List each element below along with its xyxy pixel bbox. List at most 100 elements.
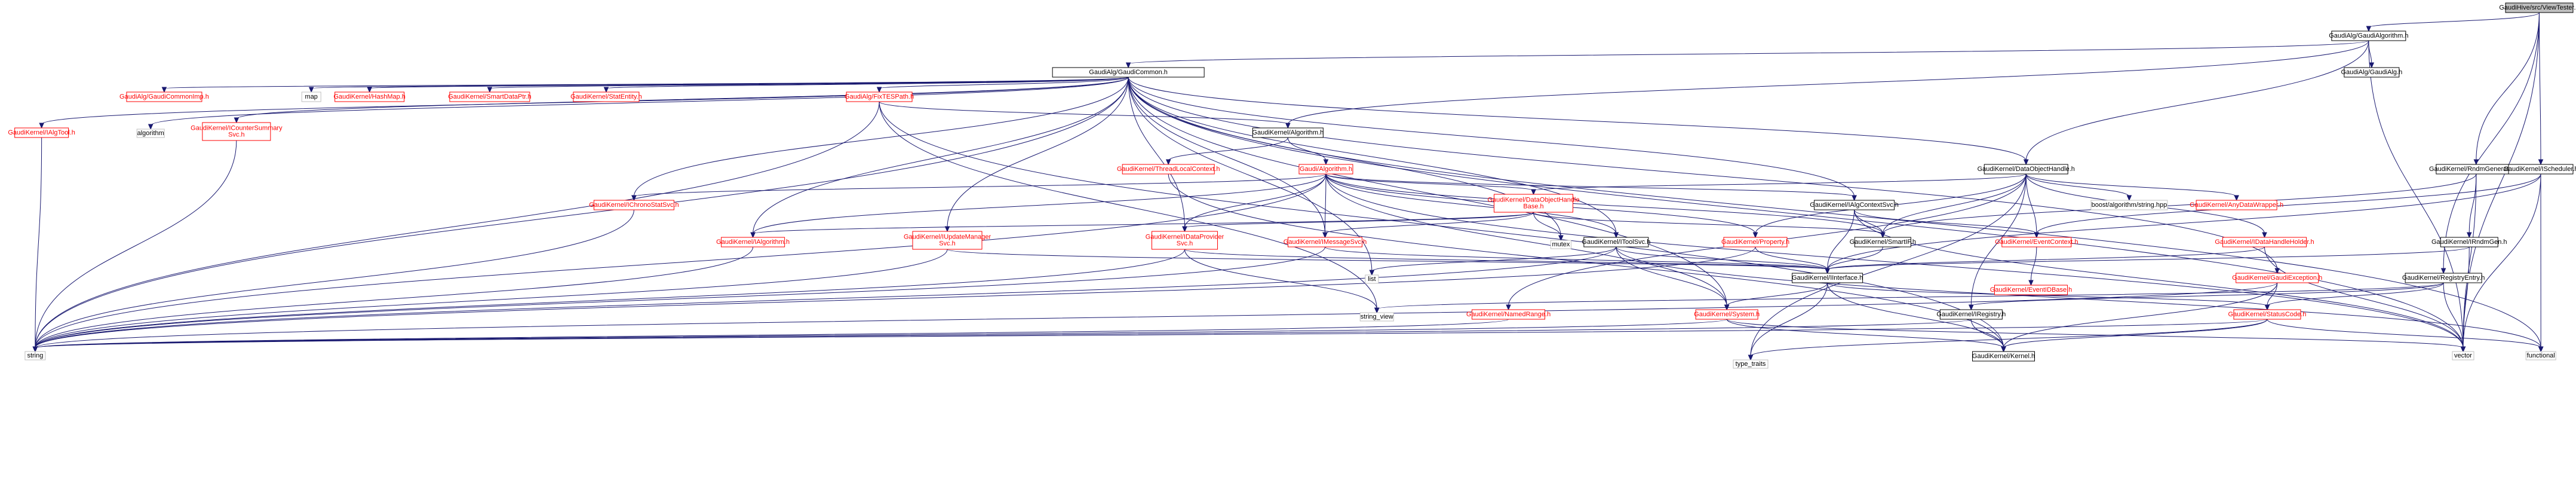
edge-arrowhead bbox=[1506, 304, 1511, 311]
node-irndmgen[interactable]: GaudiKernel/IRndmGen.h bbox=[2431, 237, 2507, 248]
edge-arrowhead bbox=[603, 87, 609, 93]
node-ialgcontextsvc[interactable]: GaudiKernel/IAlgContextSvc.h bbox=[1810, 200, 1899, 210]
node-imessagesvc[interactable]: GaudiKernel/IMessageSvc.h bbox=[1284, 237, 1367, 248]
node-box bbox=[136, 129, 165, 138]
node-label: GaudiHive/src/ViewTester.h bbox=[2499, 4, 2576, 11]
node-box bbox=[1472, 309, 1546, 320]
node-root[interactable]: GaudiHive/src/ViewTester.h bbox=[2499, 2, 2576, 13]
edge-arrowhead bbox=[1752, 232, 1758, 239]
node-box bbox=[912, 231, 982, 250]
node-registryentry[interactable]: GaudiKernel/RegistryEntry.h bbox=[2402, 273, 2485, 283]
dependency-edge bbox=[2443, 282, 2464, 349]
node-box bbox=[1298, 164, 1353, 175]
node-label: string bbox=[27, 352, 43, 359]
dependency-edge bbox=[2025, 173, 2037, 234]
edge-arrowhead bbox=[631, 195, 637, 201]
dependency-edge bbox=[2267, 282, 2444, 307]
node-gaudiexception[interactable]: GaudiKernel/GaudiException.h bbox=[2232, 273, 2322, 283]
node-list: list bbox=[1365, 274, 1379, 284]
dependency-edge bbox=[1287, 40, 2369, 125]
node-ialgtool[interactable]: GaudiKernel/IAlgTool.h bbox=[8, 127, 75, 138]
dependency-edge bbox=[1184, 249, 1828, 270]
edge-arrowhead bbox=[1852, 195, 1857, 201]
node-threadlocal[interactable]: GaudiKernel/ThreadLocalContext.h bbox=[1117, 164, 1220, 175]
edge-arrowhead bbox=[2001, 346, 2006, 353]
dependency-edge bbox=[35, 77, 1129, 349]
node-iinterface[interactable]: GaudiKernel/IInterface.h bbox=[1792, 273, 1863, 283]
node-statentity[interactable]: GaudiKernel/StatEntity.h bbox=[570, 91, 642, 102]
dependency-edge bbox=[633, 77, 1129, 197]
node-property[interactable]: GaudiKernel/Property.h bbox=[1721, 237, 1789, 248]
node-label: GaudiKernel/Kernel.h bbox=[1972, 353, 2035, 360]
node-label: GaudiKernel/IToolSvc.h bbox=[1582, 239, 1650, 246]
edge-arrowhead bbox=[2460, 346, 2466, 353]
edge-arrowhead bbox=[1558, 235, 1564, 242]
dependency-edge bbox=[1128, 77, 1561, 237]
dependency-edge bbox=[2463, 173, 2541, 349]
node-smartdataptr[interactable]: GaudiKernel/SmartDataPtr.h bbox=[448, 91, 532, 102]
edge-arrowhead bbox=[2538, 159, 2544, 166]
dependency-edge bbox=[1616, 246, 2541, 349]
node-label: GaudiAlg/GaudiAlg.h bbox=[2341, 69, 2402, 76]
node-anydatawrapper[interactable]: GaudiKernel/AnyDataWrapper.h bbox=[2190, 200, 2283, 210]
node-label: map bbox=[305, 93, 318, 100]
dependency-edge bbox=[879, 101, 1377, 310]
node-algorithm-gaudi[interactable]: Gaudi/Algorithm.h bbox=[1298, 164, 1353, 175]
node-algorithm-gk[interactable]: GaudiKernel/Algorithm.h bbox=[1252, 127, 1324, 138]
edge-arrowhead bbox=[1969, 304, 1974, 311]
edge-arrowhead bbox=[2369, 62, 2375, 69]
node-kernel[interactable]: GaudiKernel/Kernel.h bbox=[1972, 351, 2035, 362]
node-idatahandleholder[interactable]: GaudiKernel/IDataHandleHolder.h bbox=[2215, 237, 2314, 248]
node-dataobjecthandle[interactable]: GaudiKernel/DataObjectHandle.h bbox=[1978, 164, 2075, 175]
dependency-edge bbox=[35, 140, 237, 349]
node-namedrange[interactable]: GaudiKernel/NamedRange.h bbox=[1466, 309, 1550, 320]
node-box bbox=[1152, 231, 1218, 250]
edge-arrowhead bbox=[2440, 268, 2446, 274]
dependency-edge bbox=[1755, 246, 1828, 270]
dependency-edge bbox=[2003, 282, 2278, 349]
node-ischeduler[interactable]: GaudiKernel/IScheduler.h bbox=[2503, 164, 2576, 175]
dependency-edge bbox=[1750, 319, 2268, 357]
node-box bbox=[1583, 237, 1649, 248]
node-box bbox=[721, 237, 785, 248]
edge-arrowhead bbox=[1613, 232, 1619, 239]
node-statuscode[interactable]: GaudiKernel/StatusCode.h bbox=[2228, 309, 2307, 320]
node-ialgorithm[interactable]: GaudiKernel/IAlgorithm.h bbox=[716, 237, 790, 248]
dependency-edge bbox=[2368, 40, 2464, 349]
dependency-edge bbox=[1325, 173, 1855, 197]
node-ichronostat[interactable]: GaudiKernel/IChronoStatSvc.h bbox=[589, 200, 679, 210]
node-string: string bbox=[24, 351, 46, 360]
node-box bbox=[2452, 351, 2474, 360]
node-hashmap[interactable]: GaudiKernel/HashMap.h bbox=[333, 91, 406, 102]
node-gaudicommon[interactable]: GaudiAlg/GaudiCommon.h bbox=[1052, 67, 1205, 78]
dependency-edge bbox=[2025, 40, 2369, 161]
node-eventidbase[interactable]: GaudiKernel/EventIDBase.h bbox=[1990, 285, 2073, 295]
node-smartif[interactable]: GaudiKernel/SmartIF.h bbox=[1850, 237, 1916, 248]
dependency-edge bbox=[2468, 173, 2477, 234]
dependency-edge bbox=[35, 249, 948, 349]
node-iregistry[interactable]: GaudiKernel/IRegistry.h bbox=[1936, 309, 2006, 320]
dependency-edge bbox=[2463, 246, 2470, 349]
dependency-edge bbox=[1854, 209, 2037, 234]
node-map: map bbox=[301, 91, 321, 102]
dependency-edge bbox=[2476, 12, 2540, 161]
node-gaudicommonimp[interactable]: GaudiAlg/GaudiCommonImp.h bbox=[119, 91, 209, 102]
dependency-edge bbox=[1827, 246, 2470, 270]
dependency-edge bbox=[369, 77, 1129, 89]
node-gaudialg[interactable]: GaudiAlg/GaudiAlg.h bbox=[2341, 67, 2402, 78]
node-label: GaudiKernel/Property.h bbox=[1721, 239, 1789, 246]
dependency-edge bbox=[1616, 246, 1727, 307]
node-itoolsvc[interactable]: GaudiKernel/IToolSvc.h bbox=[1582, 237, 1650, 248]
node-label: GaudiAlg/GaudiCommon.h bbox=[1089, 69, 1167, 76]
node-fixtespath[interactable]: GaudiAlg/FixTESPath.h bbox=[845, 91, 914, 102]
node-eventcontext[interactable]: GaudiKernel/EventContext.h bbox=[1995, 237, 2078, 248]
dependency-edge bbox=[606, 77, 1129, 89]
node-system[interactable]: GaudiKernel/System.h bbox=[1694, 309, 1760, 320]
node-label: type_traits bbox=[1736, 360, 1766, 368]
node-gaudialgorithm[interactable]: GaudiAlg/GaudiAlgorithm.h bbox=[2329, 30, 2409, 41]
node-irndmgenerators[interactable]: GaudiKernel/RndmGenerators.h bbox=[2429, 164, 2523, 175]
